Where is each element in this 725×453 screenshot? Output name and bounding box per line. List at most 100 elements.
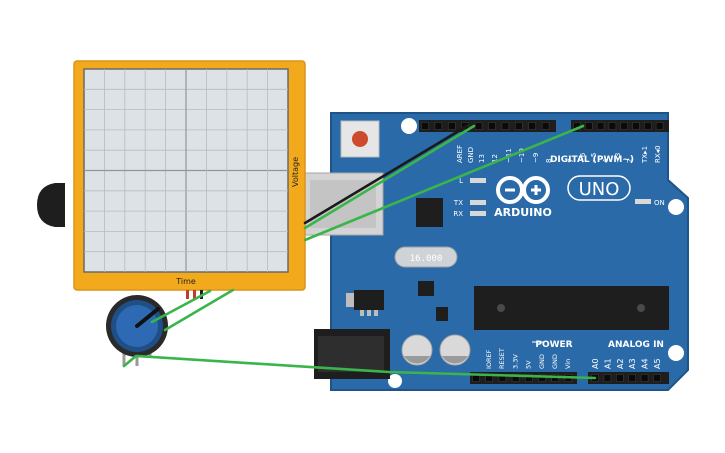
- digital-pin-label: 8: [545, 159, 553, 163]
- pin-socket[interactable]: [447, 122, 456, 130]
- probe-lead: [193, 290, 196, 299]
- rx-led-label: RX: [453, 210, 463, 218]
- pin-socket[interactable]: [514, 122, 523, 130]
- regulator-pin: [374, 310, 378, 316]
- usb-interface-chip: [416, 198, 443, 227]
- power-pin-label: Vin: [564, 359, 572, 369]
- digital-pin-label: ~5: [590, 153, 598, 163]
- digital-pin-label: ~10: [518, 148, 526, 163]
- wire-scope-pot[interactable]: [163, 288, 235, 332]
- scope-grid: [84, 69, 288, 272]
- small-chip: [436, 307, 448, 321]
- wire-pin6-scope[interactable]: [303, 124, 585, 242]
- pin-socket[interactable]: [488, 122, 496, 130]
- mounting-hole: [401, 118, 417, 134]
- analog-pin-label: A5: [653, 358, 662, 369]
- pin-socket[interactable]: [615, 374, 624, 382]
- rx-led: [470, 211, 486, 216]
- digital-pwm-label: DIGITAL (PWM~): [550, 155, 634, 165]
- dc-power-jack-inner: [318, 336, 384, 372]
- on-led: [635, 199, 651, 204]
- power-pin-label: 5V: [525, 360, 533, 369]
- power-pin-label: GND: [538, 354, 546, 369]
- digital-pin-label: ~9: [532, 153, 540, 163]
- pin-socket[interactable]: [524, 374, 533, 382]
- arduino-infinity-logo: [496, 176, 550, 204]
- pin-socket[interactable]: [643, 122, 652, 130]
- tx-led: [470, 200, 486, 205]
- voltage-regulator: [354, 290, 384, 310]
- pot-indicator: [135, 307, 160, 328]
- pin-socket[interactable]: [434, 122, 443, 130]
- pin-socket[interactable]: [603, 374, 612, 382]
- small-chip: [418, 281, 434, 296]
- pin-socket[interactable]: [620, 122, 629, 130]
- capacitor-stripe: [442, 356, 468, 364]
- analog-pin-label: A0: [591, 358, 600, 369]
- gnd-wire[interactable]: [303, 124, 469, 225]
- crystal-label: 16.000: [410, 254, 443, 264]
- mounting-hole: [388, 374, 402, 388]
- pin-socket[interactable]: [541, 122, 550, 130]
- analog-pin-label: A4: [641, 358, 650, 369]
- gnd-pin-label: GND: [467, 147, 475, 163]
- analog-pin-label: A2: [616, 358, 625, 369]
- mounting-hole: [668, 199, 684, 215]
- digital-pin-label: 13: [478, 154, 486, 163]
- analog-in-label: ANALOG IN: [608, 340, 664, 350]
- pin-socket[interactable]: [501, 122, 510, 130]
- crystal-oscillator: [394, 246, 458, 268]
- digital-pin-label: 2: [626, 159, 634, 163]
- analog-pin-label: A1: [603, 358, 612, 369]
- on-led-label: ON: [654, 199, 665, 207]
- digital-pin-label: TX▸1: [641, 146, 649, 164]
- digital-pin-label: 4: [602, 158, 610, 163]
- pin-socket[interactable]: [640, 374, 649, 382]
- chip-dimple: [497, 304, 505, 312]
- pin-socket[interactable]: [655, 122, 664, 130]
- regulator-tab: [346, 293, 354, 307]
- reset-button-cap[interactable]: [352, 131, 368, 147]
- wires[interactable]: [122, 124, 597, 380]
- wire-scope-pot-2[interactable]: [150, 289, 212, 324]
- pin-socket[interactable]: [528, 122, 537, 130]
- atmega-microcontroller: [474, 286, 669, 330]
- time-axis-label: Time: [175, 277, 196, 286]
- oscilloscope[interactable]: Time Voltage: [37, 60, 306, 299]
- pin-socket[interactable]: [538, 374, 546, 382]
- l-led-label: L: [459, 177, 463, 185]
- arduino-uno-board[interactable]: 16.000 L TX RX ON ARDUINO U: [303, 112, 689, 391]
- digital-pin-label: 7: [567, 159, 575, 163]
- potentiometer[interactable]: [106, 295, 168, 366]
- voltage-axis-label: Voltage: [291, 157, 300, 187]
- wire-pot-a0[interactable]: [122, 354, 597, 380]
- pin-socket[interactable]: [474, 122, 483, 130]
- power-pin-label: GND: [551, 354, 559, 369]
- aref-pin-label: AREF: [456, 145, 464, 163]
- pin-socket[interactable]: [628, 374, 637, 382]
- pin-socket[interactable]: [584, 122, 593, 130]
- wire-pin13-scope[interactable]: [303, 124, 476, 230]
- pin-socket[interactable]: [632, 122, 640, 130]
- digital-pin-label: 12: [491, 154, 499, 163]
- mounting-hole: [668, 345, 684, 361]
- power-pin-label: IOREF: [485, 349, 493, 369]
- digital-pin-label: ~6: [579, 152, 587, 163]
- digital-pin-sockets[interactable]: [421, 122, 664, 130]
- pin-socket[interactable]: [596, 122, 605, 130]
- pin-socket[interactable]: [653, 374, 661, 382]
- pin-socket[interactable]: [421, 122, 429, 130]
- digital-pin-label: RX◂0: [654, 145, 662, 163]
- analog-pin-label: A3: [628, 358, 637, 369]
- l-led: [470, 178, 486, 183]
- power-pin-label: 3.3V: [511, 354, 519, 369]
- probe-lead: [186, 290, 189, 299]
- power-label: POWER: [535, 340, 572, 350]
- pin-socket[interactable]: [608, 122, 617, 130]
- regulator-pin: [367, 310, 371, 316]
- regulator-pin: [360, 310, 364, 316]
- uno-badge: [567, 175, 631, 201]
